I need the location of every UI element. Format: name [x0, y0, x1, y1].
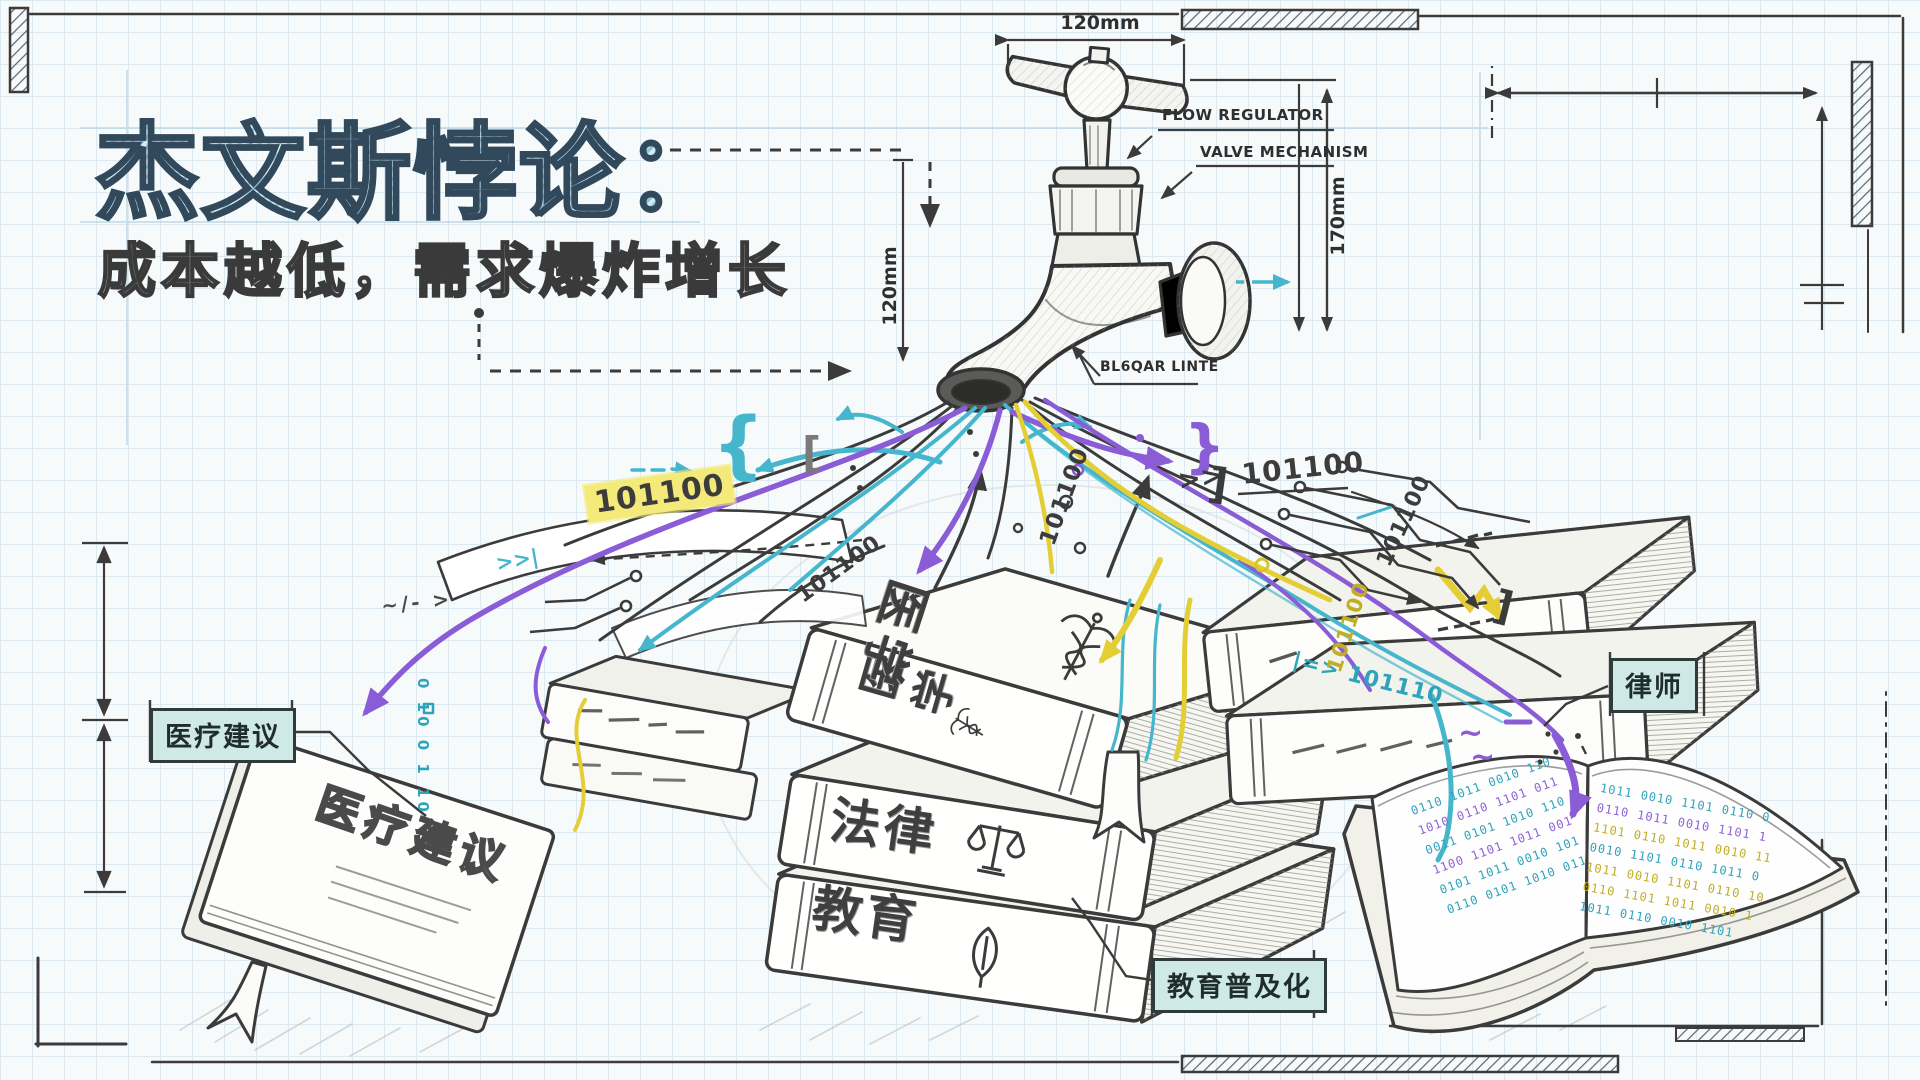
scales-icon: [967, 824, 1026, 877]
open-book: [1342, 755, 1860, 1033]
leaf-icon: [972, 926, 998, 988]
callout-lawyer-text: 律师: [1625, 672, 1683, 703]
blueprint-frame: [8, 6, 1905, 1074]
law-spine-title: 法律: [826, 790, 942, 864]
data-streams: [362, 396, 1592, 863]
circuit-traces: [529, 460, 1531, 634]
left-book-pile: [181, 654, 815, 1044]
callout-education-access-text: 教育普及化: [1167, 972, 1312, 1003]
annotation-leaders: [1070, 128, 1334, 386]
banner-ribbon: [436, 509, 867, 659]
chevrons-glyph: >>: [1176, 459, 1226, 497]
education-spine-title: 教育: [808, 878, 924, 952]
callout-education-access: 教育普及化: [1152, 958, 1327, 1013]
dimension-top-label: 120mm: [1060, 12, 1140, 34]
faucet-drawing: [936, 45, 1252, 413]
dashed-connectors: [474, 145, 940, 566]
caduceus-spine-icon: [950, 708, 984, 736]
dimension-drop-label: 120mm: [879, 246, 901, 326]
spout-label: BL6QAR LINTE: [1100, 359, 1219, 375]
title-guides: [80, 70, 1488, 445]
dimension-side-label: 170mm: [1327, 176, 1349, 256]
left-margin-binary: 0 10 0 1 10: [414, 678, 432, 816]
page-subtitle: 成本越低，需求爆炸增长: [97, 236, 792, 307]
callout-medical-advice-text: 医疗建议: [165, 722, 281, 753]
flow-regulator-label: FLOW REGULATOR: [1162, 106, 1324, 124]
binary-underline: [1237, 486, 1349, 496]
page-title: 杰文斯悖论：: [93, 88, 731, 239]
tilde-a-glyph: ~: [1458, 716, 1484, 751]
valve-mechanism-label: VALVE MECHANISM: [1200, 143, 1369, 161]
callout-lawyer: 律师: [1610, 658, 1698, 713]
bracket-left-glyph: [: [802, 428, 822, 477]
brace-right-glyph: }: [1184, 412, 1226, 480]
tilde-b-glyph: ~: [1470, 740, 1496, 775]
center-book-stack: [764, 567, 1336, 1024]
brace-left-glyph: {: [712, 402, 765, 488]
bookmark-ribbon: [1092, 750, 1146, 844]
top-right-dimension: [1485, 66, 1844, 330]
callout-medical-advice: 医疗建议: [150, 708, 296, 763]
left-dimension: [82, 541, 128, 894]
